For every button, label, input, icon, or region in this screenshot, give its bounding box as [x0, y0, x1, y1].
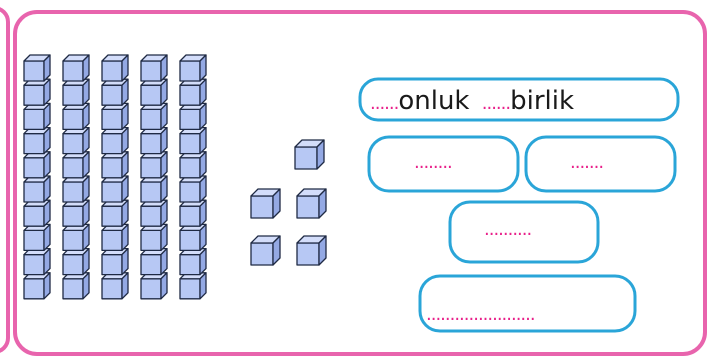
rod-cube: [179, 78, 207, 106]
previous-frame-edge: [0, 7, 10, 353]
rod-cube: [101, 126, 129, 155]
unit-cube: [296, 188, 327, 219]
rod-cube: [62, 247, 90, 276]
tens-value-answer-box[interactable]: [367, 135, 520, 193]
rod-cube: [101, 272, 129, 300]
rod-cube: [23, 272, 51, 300]
rod-cube: [62, 272, 90, 300]
ten-rod: [179, 54, 207, 300]
ten-rod: [101, 54, 129, 300]
rod-cube: [179, 199, 207, 227]
rod-cube: [179, 151, 207, 179]
rod-cube: [140, 54, 168, 82]
rod-cube: [23, 175, 51, 203]
rod-cube: [179, 247, 207, 276]
rod-cube: [62, 151, 90, 179]
rod-cube: [62, 199, 90, 227]
unit-cube: [294, 139, 325, 170]
rod-cube: [179, 272, 207, 300]
rod-cube: [140, 151, 168, 179]
sum-answer-box[interactable]: [448, 200, 600, 264]
rod-cube: [23, 102, 51, 131]
rod-cube: [140, 102, 168, 131]
written-number-answer-box[interactable]: [418, 274, 637, 333]
unit-cube: [250, 188, 281, 219]
ones-blank[interactable]: ......: [481, 93, 511, 114]
unit-cube: [296, 235, 327, 266]
rod-cube: [140, 272, 168, 300]
rod-cube: [101, 199, 129, 227]
ones-value-answer-box[interactable]: [524, 135, 677, 193]
rod-cube: [140, 78, 168, 106]
rod-cube: [62, 102, 90, 131]
rod-cube: [23, 223, 51, 252]
rod-cube: [62, 223, 90, 252]
rod-cube: [62, 54, 90, 82]
tens-blank[interactable]: ......: [370, 93, 399, 114]
rod-cube: [23, 247, 51, 276]
rod-cube: [179, 175, 207, 203]
ones-value-blank[interactable]: .......: [570, 152, 604, 173]
rod-cube: [179, 102, 207, 131]
place-value-answer-text: ......onluk ......birlik: [370, 86, 574, 119]
ten-rods-group: [23, 54, 207, 300]
rod-cube: [140, 223, 168, 252]
rod-cube: [179, 126, 207, 155]
rod-cube: [101, 78, 129, 106]
rod-cube: [101, 247, 129, 276]
sum-blank[interactable]: ..........: [484, 219, 532, 240]
rod-cube: [23, 199, 51, 227]
rod-cube: [179, 223, 207, 252]
rod-cube: [62, 175, 90, 203]
rod-cube: [140, 175, 168, 203]
tens-value-blank[interactable]: ........: [414, 152, 453, 173]
place-value-answer-box[interactable]: [358, 77, 680, 122]
rod-cube: [23, 78, 51, 106]
rod-cube: [101, 102, 129, 131]
rod-cube: [179, 54, 207, 82]
rod-cube: [140, 126, 168, 155]
unit-cubes-group: [250, 139, 327, 266]
rod-cube: [62, 126, 90, 155]
rod-cube: [101, 223, 129, 252]
tens-word: onluk: [398, 86, 470, 116]
rod-cube: [101, 151, 129, 179]
rod-cube: [23, 126, 51, 155]
rod-cube: [62, 78, 90, 106]
rod-cube: [23, 54, 51, 82]
rod-cube: [140, 199, 168, 227]
rod-cube: [101, 175, 129, 203]
rod-cube: [23, 151, 51, 179]
ones-word: birlik: [510, 86, 575, 116]
rod-cube: [140, 247, 168, 276]
unit-cube: [250, 235, 281, 266]
ten-rod: [62, 54, 90, 300]
written-number-blank[interactable]: .......................: [426, 304, 536, 325]
rod-cube: [101, 54, 129, 82]
ten-rod: [140, 54, 168, 300]
ten-rod: [23, 54, 51, 300]
